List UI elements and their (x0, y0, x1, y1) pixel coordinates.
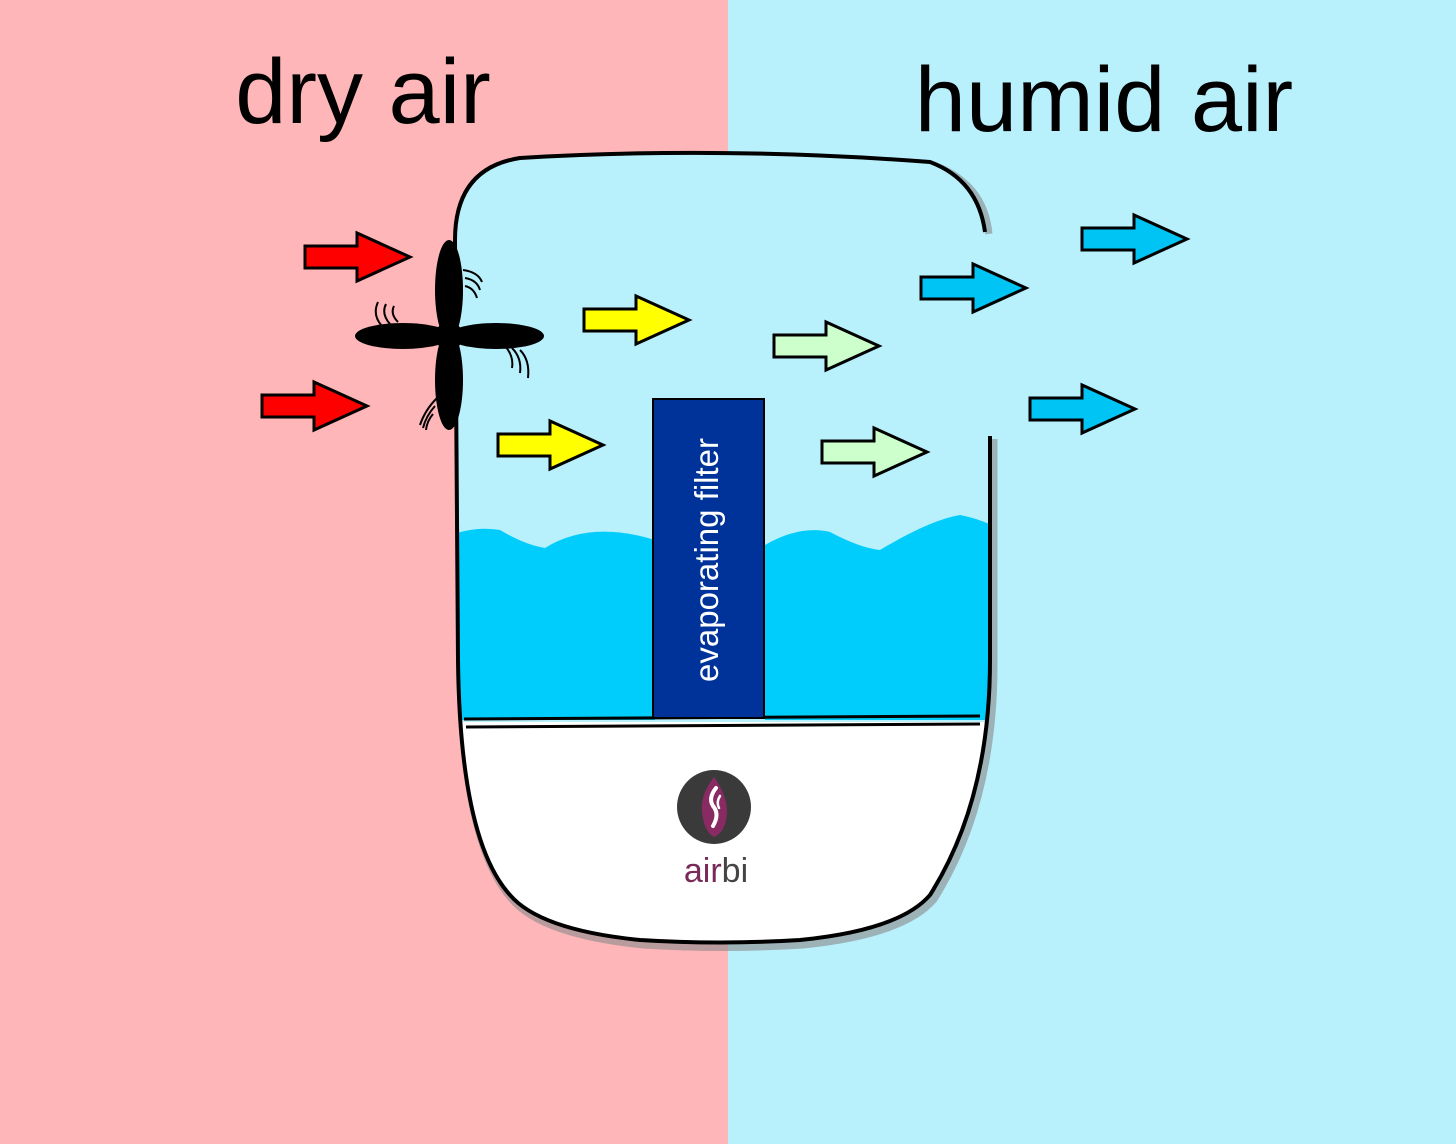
humid-air-label: humid air (915, 49, 1293, 151)
dry-air-label: dry air (235, 41, 491, 143)
brand-name: airbi (684, 852, 748, 890)
arrow-humid-air-1 (919, 261, 1030, 315)
evaporating-filter-label: evaporating filter (688, 438, 725, 682)
arrow-fan-air-2 (496, 418, 607, 472)
base-divider-bottom (465, 722, 981, 729)
airbi-flame-logo (677, 770, 751, 844)
water-reservoir (455, 528, 655, 720)
arrow-humid-air-3 (1028, 382, 1139, 436)
water-reservoir-right (765, 515, 990, 720)
arrow-dry-air-1 (303, 230, 414, 284)
arrow-filter-air-2 (820, 425, 931, 479)
device-outline (453, 150, 992, 945)
arrow-humid-air-2 (1080, 212, 1191, 266)
brand-name-part2: bi (722, 852, 748, 890)
arrow-filter-air-1 (772, 319, 883, 373)
arrow-fan-air-1 (582, 293, 693, 347)
brand-name-part1: air (684, 852, 722, 890)
arrow-dry-air-2 (260, 379, 371, 433)
fan-icon (355, 240, 544, 430)
fan-motion-lines (374, 269, 530, 431)
evaporating-filter (652, 398, 765, 719)
